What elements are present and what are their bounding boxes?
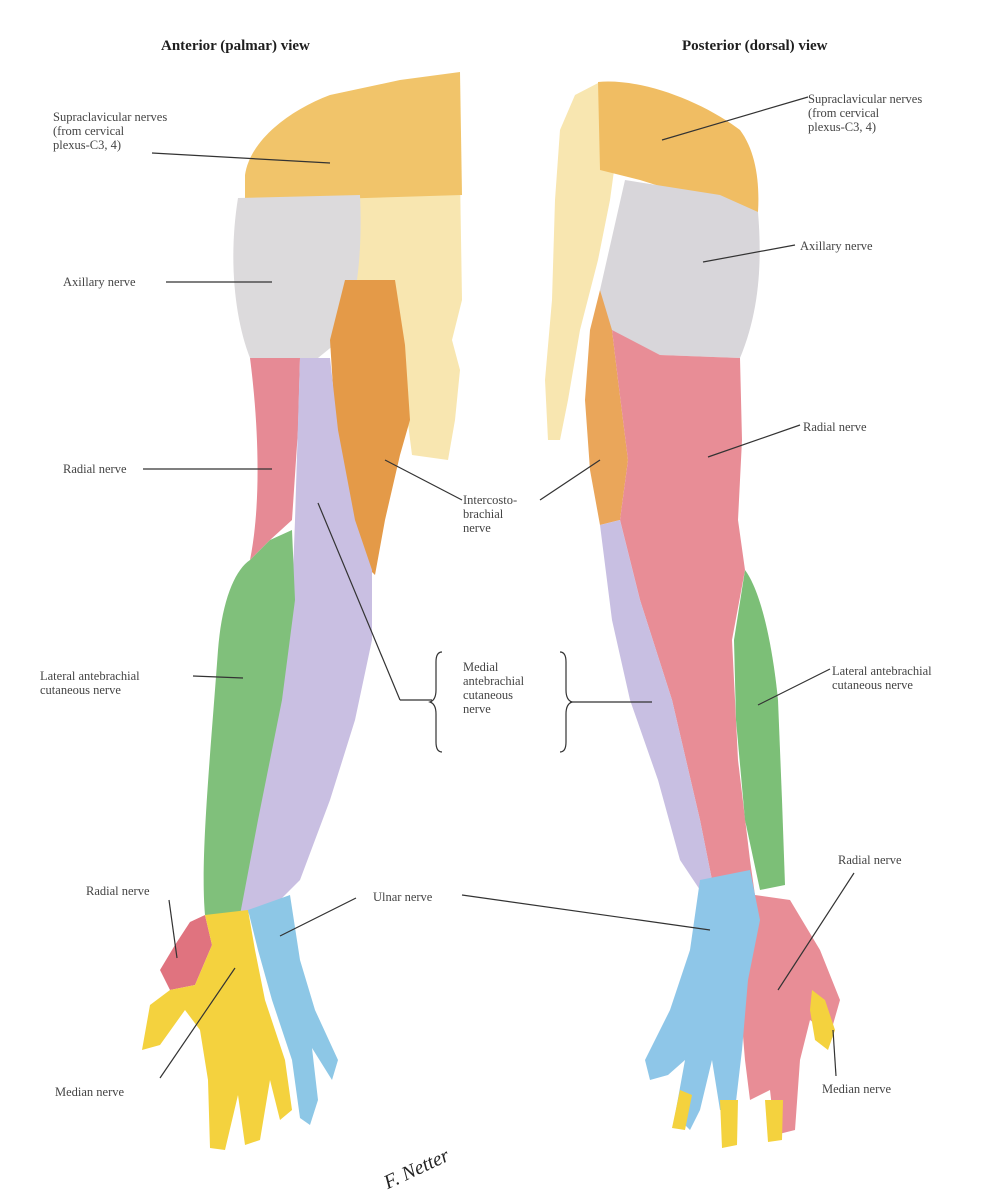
label-anterior-radial-hand: Radial nerve (86, 884, 150, 898)
anterior-pale-skin (355, 175, 462, 460)
label-anterior-supraclavicular: Supraclavicular nerves (from cervical pl… (53, 110, 168, 152)
posterior-pale-skin (545, 82, 625, 440)
label-intercostobrachial: Intercosto- brachial nerve (463, 493, 518, 535)
anterior-medial-antebrachial-region (240, 358, 372, 915)
anterior-supraclavicular-region (245, 72, 462, 200)
label-posterior-supraclavicular: Supraclavicular nerves (from cervical pl… (808, 92, 923, 134)
posterior-median-tip (765, 1100, 783, 1142)
posterior-supraclavicular-region (598, 81, 759, 212)
anterior-view-title: Anterior (palmar) view (161, 38, 310, 54)
posterior-axillary-region (600, 180, 760, 358)
leader-lines (143, 96, 855, 1079)
label-anterior-radial-arm: Radial nerve (63, 462, 127, 476)
label-posterior-lateral-antebrachial: Lateral antebrachial cutaneous nerve (832, 664, 932, 692)
label-anterior-median: Median nerve (55, 1085, 125, 1099)
right-brace-icon (559, 651, 574, 753)
anterior-radial-hand-region (160, 915, 212, 990)
label-anterior-axillary: Axillary nerve (63, 275, 136, 289)
posterior-arm (545, 81, 840, 1148)
anterior-ulnar-hand-region (248, 895, 338, 1125)
posterior-median-tip (720, 1100, 738, 1148)
label-posterior-axillary: Axillary nerve (800, 239, 873, 253)
posterior-radial-region (612, 330, 840, 1135)
brace-icons (428, 651, 574, 753)
label-medial-antebrachial: Medial antebrachial cutaneous nerve (463, 660, 525, 716)
label-ulnar: Ulnar nerve (373, 890, 433, 904)
anterior-lateral-antebrachial-region (203, 530, 295, 915)
label-posterior-radial-hand: Radial nerve (838, 853, 902, 867)
posterior-median-thumb (810, 990, 835, 1050)
posterior-ulnar-hand-region (645, 870, 760, 1130)
anterior-arm (142, 72, 462, 1150)
posterior-median-tip (672, 1090, 692, 1130)
posterior-view-title: Posterior (dorsal) view (682, 38, 828, 54)
label-anterior-lateral-antebrachial: Lateral antebrachial cutaneous nerve (40, 669, 140, 697)
left-brace-icon (428, 651, 443, 753)
label-posterior-median: Median nerve (822, 1082, 892, 1096)
anterior-median-hand-region (142, 910, 292, 1150)
posterior-lateral-antebrachial-region (734, 570, 785, 890)
label-posterior-radial-arm: Radial nerve (803, 420, 867, 434)
posterior-medial-antebrachial-region (600, 520, 712, 890)
anterior-axillary-region (233, 195, 361, 358)
anterior-radial-arm-region (250, 358, 300, 560)
posterior-intercostobrachial-region (585, 290, 628, 525)
